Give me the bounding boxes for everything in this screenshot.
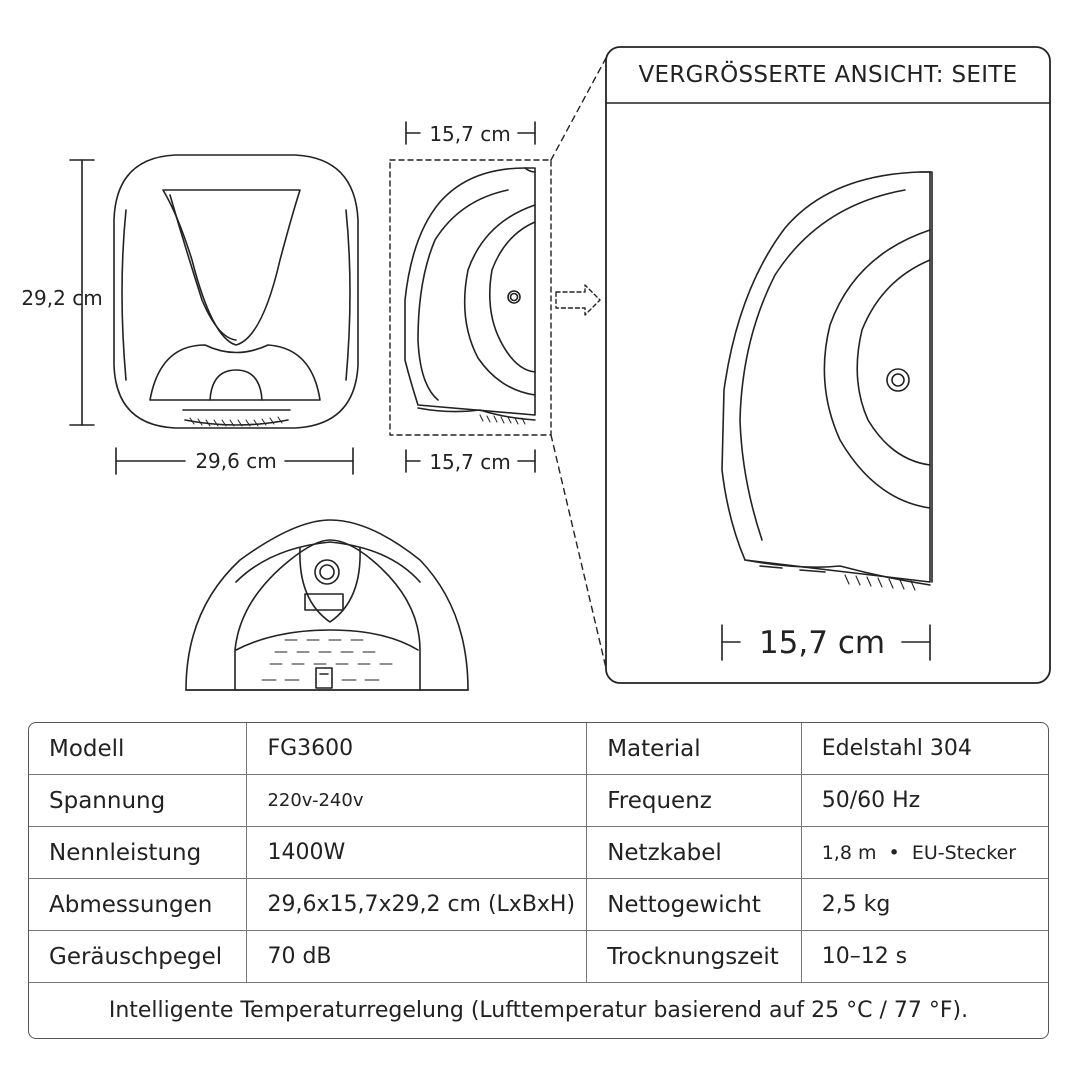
- spec-value: 10–12 s: [801, 931, 1048, 983]
- spec-value: 220v-240v: [247, 775, 588, 827]
- spec-label: Trocknungszeit: [587, 931, 802, 983]
- zoom-connector: [550, 57, 607, 669]
- spec-label: Nennleistung: [29, 827, 248, 879]
- table-footer-row: Intelligente Temperaturregelung (Lufttem…: [29, 983, 1048, 1038]
- vent-grid: [261, 639, 393, 681]
- bottom-view: [185, 519, 469, 691]
- spec-value: 1400W: [247, 827, 588, 879]
- product-drawing: 29,2 cm 29,6 cm 15,7 cm 15,7 cm 15,7 cm: [21, 46, 1051, 691]
- spec-label: Netzkabel: [587, 827, 802, 879]
- table-row: Spannung 220v-240v Frequenz 50/60 Hz: [29, 775, 1048, 827]
- spec-value: 29,6x15,7x29,2 cm (LxBxH): [247, 879, 588, 931]
- spec-value: FG3600: [247, 723, 588, 775]
- depth-top-label: 15,7 cm: [429, 122, 510, 146]
- spec-value: 2,5 kg: [801, 879, 1048, 931]
- spec-table: Modell FG3600 Material Edelstahl 304 Spa…: [28, 722, 1049, 1039]
- spec-value: 70 dB: [247, 931, 588, 983]
- spec-label: Material: [587, 723, 802, 775]
- arrow-right-icon: [555, 284, 601, 316]
- spec-label: Frequenz: [587, 775, 802, 827]
- spec-label: Modell: [29, 723, 248, 775]
- spec-label: Abmessungen: [29, 879, 248, 931]
- zoom-panel: [605, 46, 1051, 684]
- depth-bottom-label: 15,7 cm: [429, 450, 510, 474]
- height-label: 29,2 cm: [21, 286, 102, 310]
- height-dimension: [69, 159, 95, 426]
- table-row: Abmessungen 29,6x15,7x29,2 cm (LxBxH) Ne…: [29, 879, 1048, 931]
- depth-top-dimension: [405, 121, 536, 145]
- spec-value: 50/60 Hz: [801, 775, 1048, 827]
- width-dimension: [115, 447, 354, 475]
- depth-bottom-dimension: [405, 449, 536, 473]
- table-row: Nennleistung 1400W Netzkabel 1,8 m • EU-…: [29, 827, 1048, 879]
- spec-label: Spannung: [29, 775, 248, 827]
- depth-zoom-label: 15,7 cm: [759, 625, 885, 661]
- width-label: 29,6 cm: [195, 449, 276, 473]
- side-view: [389, 159, 552, 436]
- spec-value: 1,8 m • EU-Stecker: [801, 827, 1048, 879]
- spec-label: Geräuschpegel: [29, 931, 248, 983]
- spec-value: Edelstahl 304: [801, 723, 1048, 775]
- table-row: Geräuschpegel 70 dB Trocknungszeit 10–12…: [29, 931, 1048, 983]
- zoom-title: VERGRÖSSERTE ANSICHT: SEITE: [638, 62, 1018, 88]
- spec-label: Nettogewicht: [587, 879, 802, 931]
- front-view: [113, 154, 359, 429]
- table-row: Modell FG3600 Material Edelstahl 304: [29, 723, 1048, 775]
- footer-note: Intelligente Temperaturregelung (Lufttem…: [108, 998, 969, 1023]
